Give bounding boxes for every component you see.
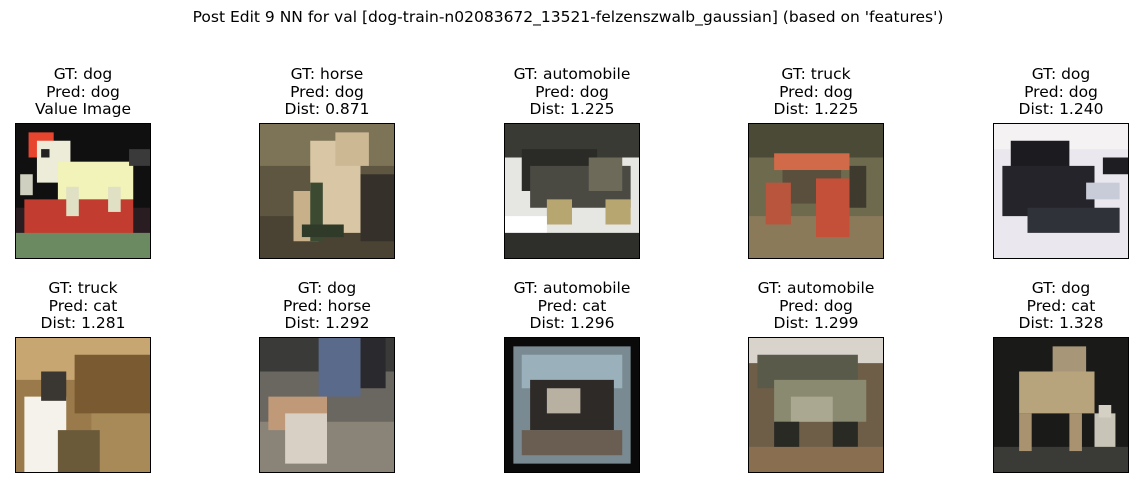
- gt-label: GT: dog: [1031, 279, 1091, 297]
- neighbor-image-car-closeup: [504, 337, 640, 473]
- neighbor-cell: GT: truck Pred: dog Dist: 1.225: [748, 65, 884, 259]
- pred-label: Pred: dog: [535, 82, 609, 101]
- neighbor-cell: GT: dog Pred: cat Dist: 1.328: [993, 279, 1129, 473]
- neighbor-cell: GT: truck Pred: cat Dist: 1.281: [15, 279, 151, 473]
- neighbor-image-people: [259, 337, 395, 473]
- pred-label: Pred: dog: [290, 82, 364, 101]
- neighbor-caption: GT: truck Pred: dog Dist: 1.225: [708, 65, 924, 119]
- neighbor-cell: GT: dog Pred: horse Dist: 1.292: [259, 279, 395, 473]
- neighbor-caption: GT: automobile Pred: dog Dist: 1.299: [708, 279, 924, 333]
- extra-label: Dist: 1.299: [773, 314, 859, 332]
- gt-label: GT: truck: [48, 279, 118, 297]
- neighbor-cell: GT: automobile Pred: dog Dist: 1.299: [748, 279, 884, 473]
- pred-label: Pred: dog: [46, 82, 120, 101]
- neighbor-caption: GT: horse Pred: dog Dist: 0.871: [219, 65, 435, 119]
- gt-label: GT: dog: [297, 279, 357, 297]
- pred-label: Pred: cat: [537, 296, 607, 315]
- neighbor-image-black-dog: [993, 123, 1129, 259]
- neighbor-image-wolf: [993, 337, 1129, 473]
- gt-label: GT: truck: [781, 65, 851, 83]
- neighbor-caption: GT: dog Pred: dog Dist: 1.240: [953, 65, 1136, 119]
- neighbor-caption: GT: dog Pred: cat Dist: 1.328: [953, 279, 1136, 333]
- neighbor-image-military-jeep: [748, 337, 884, 473]
- extra-label: Dist: 1.240: [1018, 100, 1104, 118]
- neighbor-image-truck-person: [15, 337, 151, 473]
- extra-label: Dist: 1.296: [529, 314, 615, 332]
- neighbor-caption: GT: dog Pred: dog Value Image: [0, 65, 191, 119]
- gt-label: GT: dog: [1031, 65, 1091, 83]
- neighbor-cell: GT: automobile Pred: cat Dist: 1.296: [504, 279, 640, 473]
- neighbor-cell: GT: dog Pred: dog Dist: 1.240: [993, 65, 1129, 259]
- extra-label: Value Image: [34, 100, 132, 118]
- neighbor-caption: GT: dog Pred: horse Dist: 1.292: [219, 279, 435, 333]
- gt-label: GT: automobile: [513, 279, 631, 297]
- gt-label: GT: horse: [290, 65, 364, 83]
- pred-label: Pred: dog: [1024, 82, 1098, 101]
- neighbor-caption: GT: automobile Pred: dog Dist: 1.225: [464, 65, 680, 119]
- gt-label: GT: automobile: [513, 65, 631, 83]
- neighbor-image-red-tractor: [748, 123, 884, 259]
- neighbor-cell: GT: automobile Pred: dog Dist: 1.225: [504, 65, 640, 259]
- extra-label: Dist: 1.225: [529, 100, 615, 118]
- extra-label: Dist: 1.225: [773, 100, 859, 118]
- extra-label: Dist: 1.328: [1018, 314, 1104, 332]
- neighbor-cell: GT: dog Pred: dog Value Image: [15, 65, 151, 259]
- pred-label: Pred: dog: [779, 82, 853, 101]
- neighbor-image-horse: [259, 123, 395, 259]
- pred-label: Pred: horse: [283, 296, 371, 315]
- extra-label: Dist: 0.871: [284, 100, 370, 118]
- pred-label: Pred: cat: [48, 296, 118, 315]
- extra-label: Dist: 1.292: [284, 314, 370, 332]
- pred-label: Pred: dog: [779, 296, 853, 315]
- neighbor-image-vintage-car: [504, 123, 640, 259]
- neighbor-cell: GT: horse Pred: dog Dist: 0.871: [259, 65, 395, 259]
- neighbor-caption: GT: automobile Pred: cat Dist: 1.296: [464, 279, 680, 333]
- figure-suptitle: Post Edit 9 NN for val [dog-train-n02083…: [192, 8, 944, 26]
- extra-label: Dist: 1.281: [40, 314, 126, 332]
- gt-label: GT: dog: [53, 65, 113, 83]
- gt-label: GT: automobile: [757, 279, 875, 297]
- neighbor-caption: GT: truck Pred: cat Dist: 1.281: [0, 279, 191, 333]
- value-image-dog-on-cushion: [15, 123, 151, 259]
- pred-label: Pred: cat: [1026, 296, 1096, 315]
